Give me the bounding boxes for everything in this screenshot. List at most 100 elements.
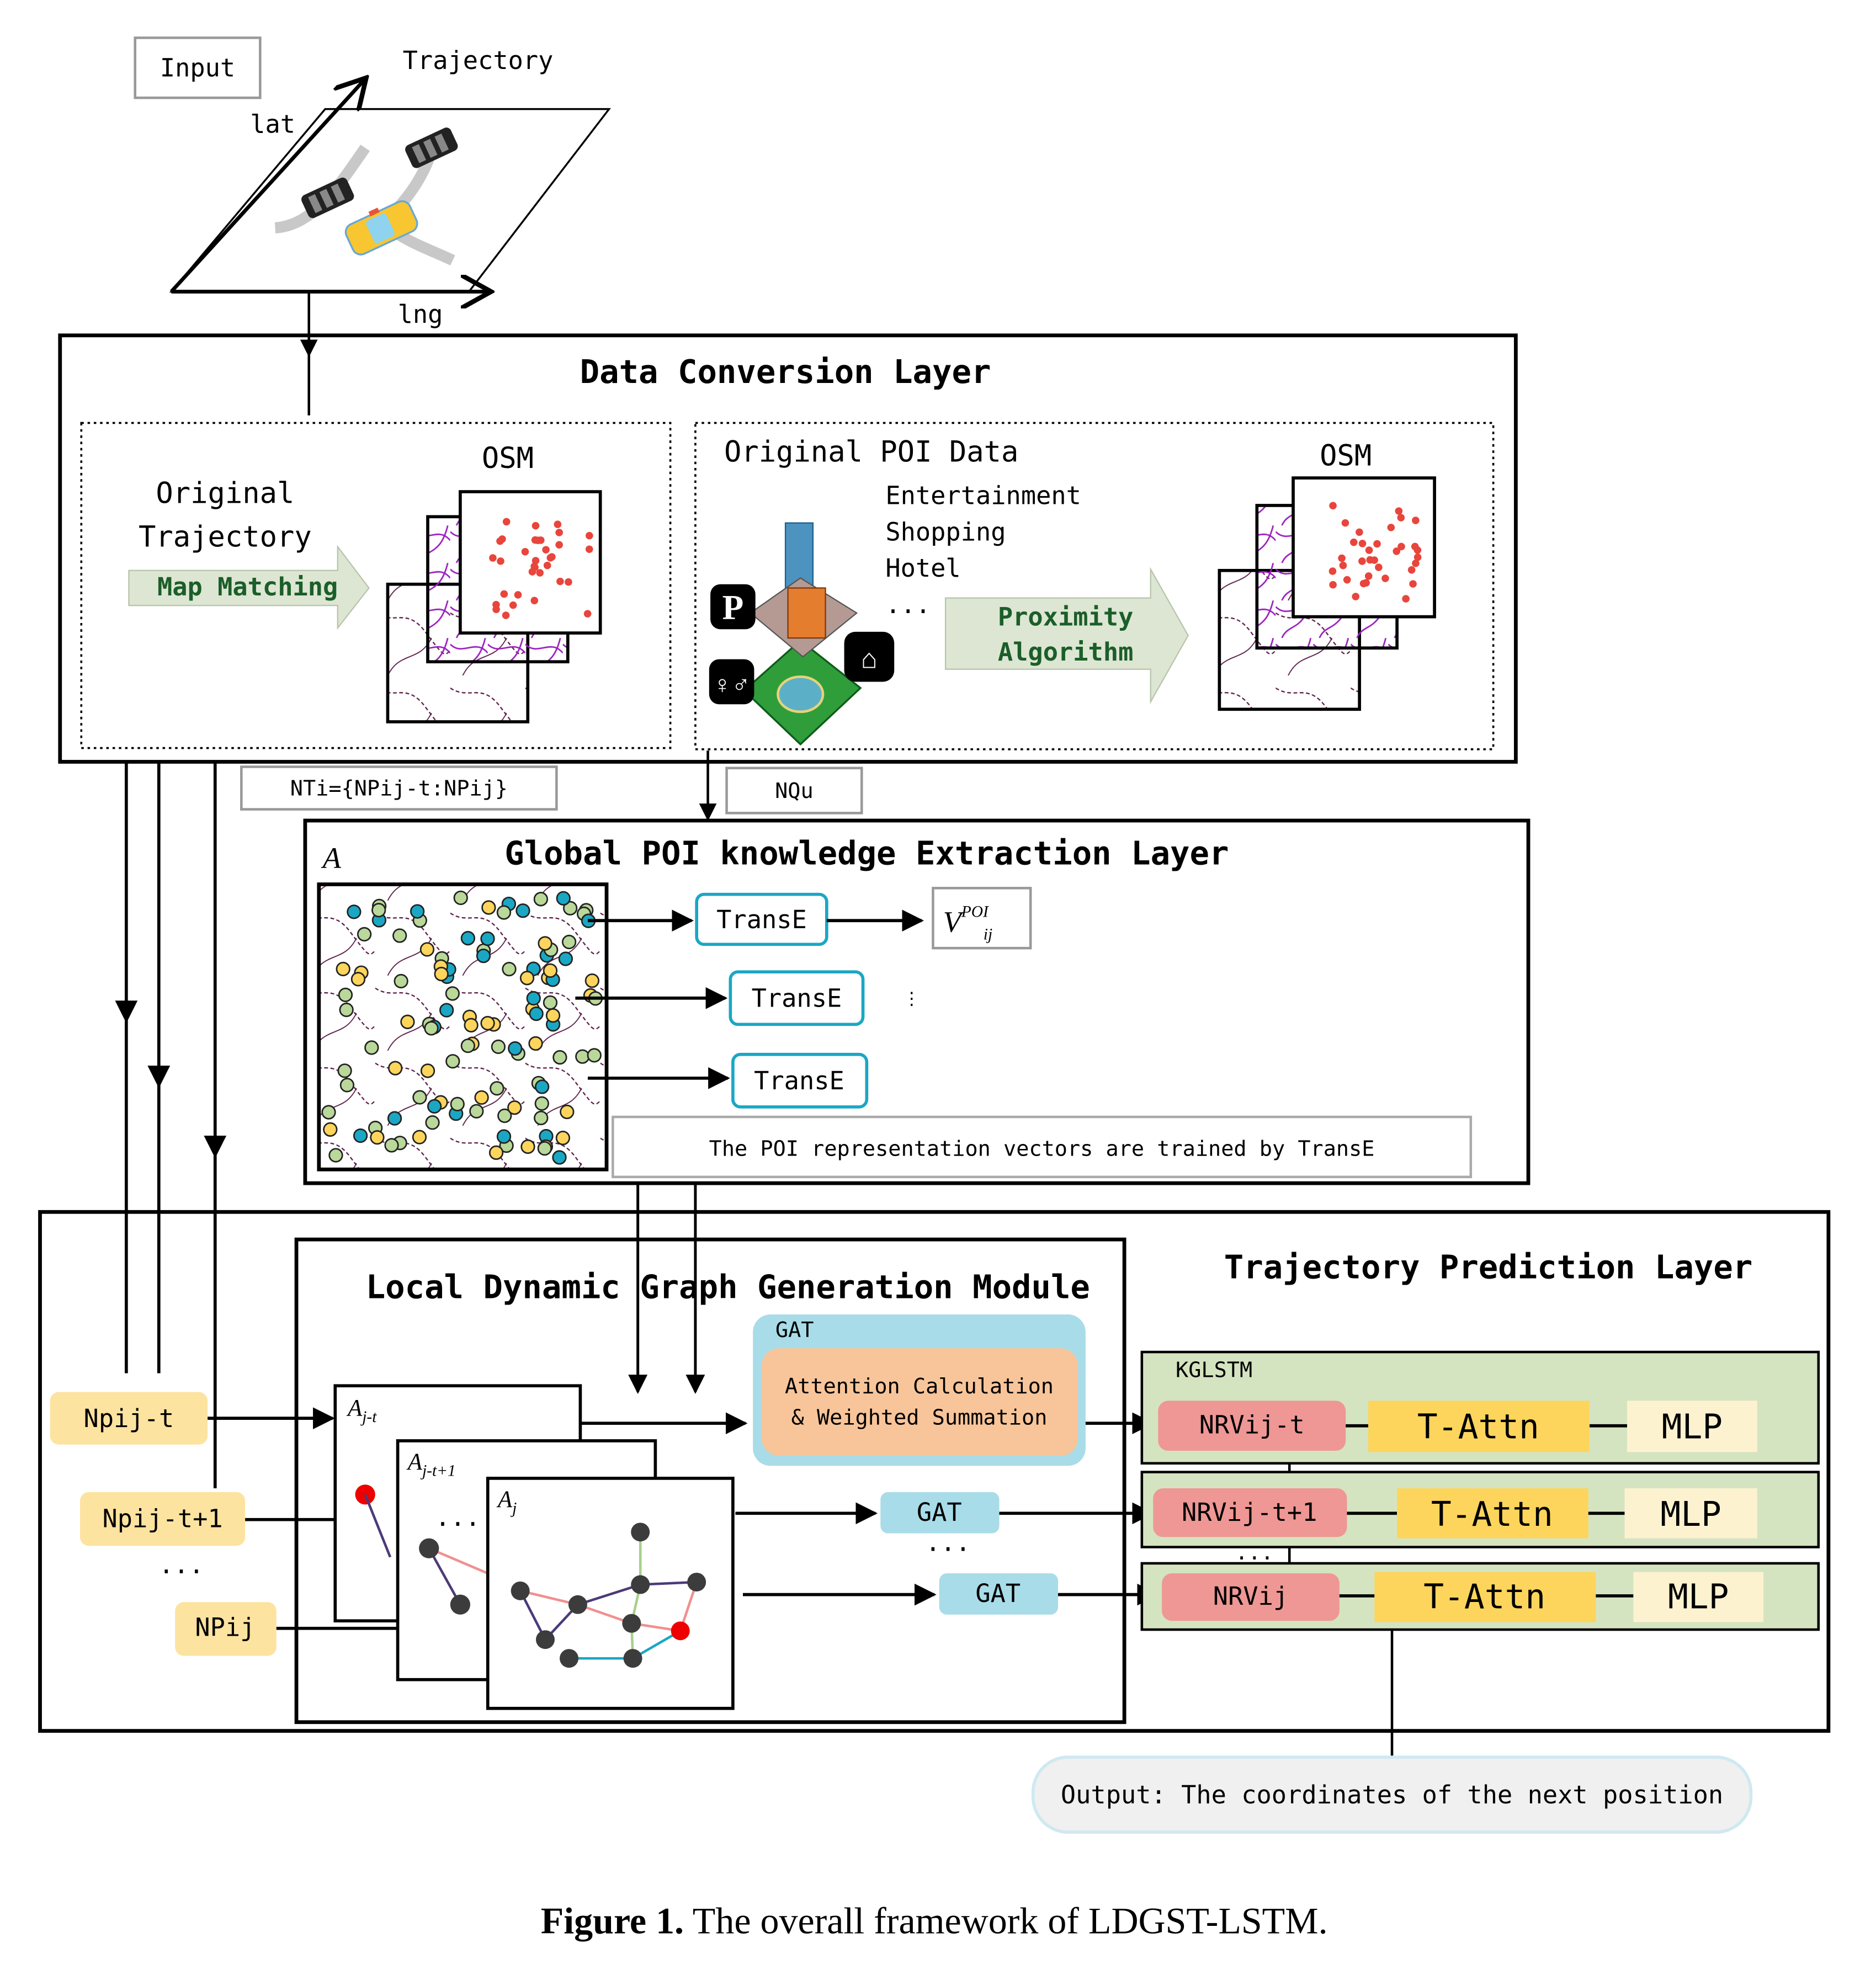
poi-dot [532, 521, 540, 530]
figure-caption: Figure 1. The overall framework of LDGST… [541, 1900, 1328, 1942]
graph-node [450, 1594, 471, 1615]
poi-dot [514, 591, 522, 599]
input-chip-0[interactable] [50, 1392, 208, 1445]
transe-box-1[interactable] [729, 970, 865, 1026]
poi-dot [1338, 554, 1346, 562]
attn-label-1: T-Attn [1431, 1495, 1553, 1534]
mlp-label-1: MLP [1660, 1495, 1721, 1534]
graph-node-highlight [671, 1621, 690, 1641]
poi-node [323, 1122, 338, 1137]
gat-inner-line-1: Attention Calculation [785, 1374, 1054, 1399]
poi-node [419, 942, 435, 957]
poi-node [529, 1006, 544, 1021]
nrv-label-2: NRVij [1213, 1582, 1288, 1611]
nqu-label: NQu [775, 779, 814, 803]
attn-box-2[interactable] [1374, 1572, 1596, 1622]
transe-box-2[interactable] [731, 1052, 869, 1109]
poi-dot [1387, 524, 1395, 531]
poi-dot [1358, 540, 1367, 547]
poi-dot [509, 601, 517, 609]
poi-dot [585, 545, 593, 553]
lat-label: lat [250, 110, 295, 139]
poi-dot [1343, 576, 1351, 584]
gat-small-0[interactable] [880, 1492, 1000, 1534]
poi-node [464, 1018, 479, 1032]
poi-dot [1402, 595, 1410, 603]
proximity-algorithm-arrow [944, 567, 1189, 705]
poi-node [339, 1002, 354, 1018]
graph-node [511, 1581, 530, 1600]
proximity-label-1: Proximity [998, 602, 1134, 631]
poi-dot [1358, 557, 1366, 565]
nrv-box-2[interactable] [1162, 1573, 1340, 1621]
poi-node [508, 1041, 523, 1056]
osm-map-poi [459, 490, 602, 635]
poi-dot [1412, 560, 1420, 567]
poi-node [556, 891, 571, 906]
graph-node [631, 1522, 650, 1542]
graph-sub: j [510, 1499, 517, 1517]
original-poi-label: Original POI Data [724, 436, 1018, 469]
poi-dot [500, 590, 508, 598]
park-lake [777, 675, 825, 714]
gat-outer-label: GAT [775, 1318, 814, 1343]
poi-dot [1375, 563, 1383, 571]
poi-node [445, 1054, 460, 1069]
poi-node [339, 1078, 355, 1093]
attn-box-1[interactable] [1397, 1488, 1588, 1539]
input-chip-2[interactable] [175, 1602, 277, 1656]
gat-small-1[interactable] [939, 1573, 1059, 1615]
poi-dot [1352, 593, 1360, 600]
gat-inner [761, 1348, 1078, 1456]
map-matching-arrow [128, 545, 370, 630]
poi-node [502, 962, 517, 977]
poi-node [545, 1008, 561, 1023]
graph-edge [577, 1583, 641, 1606]
poi-dot [498, 535, 506, 543]
global-poi-title: Global POI knowledge Extraction Layer [504, 834, 1229, 872]
poi-dot [497, 557, 504, 565]
mlp-label-2: MLP [1668, 1578, 1729, 1617]
poi-graph-dots [321, 890, 603, 1165]
poi-node [507, 1100, 522, 1115]
poi-dot [1373, 540, 1381, 548]
poi-node [533, 892, 549, 907]
poi-node [561, 934, 577, 950]
graph-edge [520, 1589, 578, 1606]
attn-box-0[interactable] [1368, 1401, 1590, 1452]
poi-dot-cluster [1328, 502, 1422, 603]
mlp-label-0: MLP [1662, 1407, 1723, 1446]
mlp-box-0[interactable] [1627, 1401, 1757, 1452]
nrv-label-0: NRVij-t [1199, 1410, 1305, 1439]
kglstm-label: KGLSTM [1176, 1358, 1252, 1382]
poi-dot [548, 553, 556, 561]
poi-node [445, 986, 460, 1001]
poi-node [491, 1039, 506, 1055]
poi-dot [1339, 561, 1347, 569]
poi-node [563, 901, 578, 915]
poi-node [537, 1141, 552, 1156]
nrv-box-1[interactable] [1153, 1488, 1347, 1537]
poi-node [534, 1110, 549, 1126]
prediction-title: Trajectory Prediction Layer [1224, 1248, 1753, 1286]
mlp-box-2[interactable] [1633, 1572, 1764, 1622]
poi-node [534, 1079, 550, 1094]
graph-edge [640, 1580, 697, 1586]
taxi-icon [344, 200, 418, 255]
input-chip-1[interactable] [80, 1492, 246, 1546]
svg-text:♀♂: ♀♂ [713, 671, 751, 699]
dcl-frame [58, 333, 1518, 764]
osm-label-left: OSM [482, 442, 534, 475]
poi-node [575, 1049, 590, 1064]
graph-node [535, 1630, 555, 1649]
nrv-box-0[interactable] [1158, 1401, 1346, 1451]
poi-dot [521, 548, 529, 556]
poi-category-more: ... [885, 590, 931, 619]
poi-dot [1409, 580, 1417, 588]
gat-ellipsis: ... [926, 1527, 971, 1557]
poi-node [555, 1131, 571, 1146]
poi-dot [1364, 572, 1373, 580]
mlp-box-1[interactable] [1624, 1488, 1757, 1539]
restroom-icon: ♀♂ [709, 659, 754, 705]
